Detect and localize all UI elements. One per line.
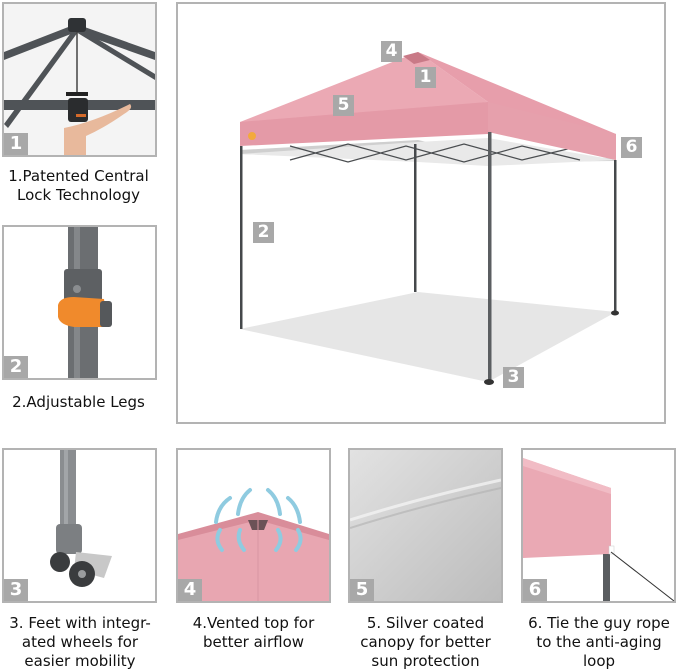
feature-caption-guy-rope: 6. Tie the guy rope to the anti-aging lo… <box>528 614 670 670</box>
feature-panel-vented-top: 4 <box>176 448 331 603</box>
central-lock-illustration <box>4 4 155 155</box>
guy-rope-illustration <box>523 450 674 601</box>
feature-number-badge: 5 <box>350 579 374 601</box>
feature-number-badge: 2 <box>4 356 28 378</box>
feature-panel-wheels: 3 <box>2 448 157 603</box>
feature-number-badge: 3 <box>4 579 28 601</box>
callout-badge-1: 1 <box>415 67 436 88</box>
wheel-foot-illustration <box>4 450 155 601</box>
callout-badge-2: 2 <box>253 222 274 243</box>
callout-badge-4: 4 <box>381 41 402 62</box>
callout-badge-3: 3 <box>503 367 524 388</box>
adjustable-leg-illustration <box>4 227 155 378</box>
silver-fabric-illustration <box>350 450 501 601</box>
feature-number-badge: 1 <box>4 133 28 155</box>
feature-number-badge: 4 <box>178 579 202 601</box>
feature-caption-silver-coating: 5. Silver coated canopy for better sun p… <box>360 614 491 670</box>
feature-panel-central-lock: 1 <box>2 2 157 157</box>
vented-top-illustration <box>178 450 329 601</box>
feature-panel-silver-coating: 5 <box>348 448 503 603</box>
feature-caption-vented-top: 4.Vented top for better airflow <box>192 614 315 651</box>
feature-panel-adjustable-legs: 2 <box>2 225 157 380</box>
feature-number-badge: 6 <box>523 579 547 601</box>
callout-badge-6: 6 <box>621 137 642 158</box>
feature-panel-guy-rope: 6 <box>521 448 676 603</box>
feature-caption-wheels: 3. Feet with integr- ated wheels for eas… <box>9 614 151 670</box>
callout-badge-5: 5 <box>333 95 354 116</box>
main-canopy-image: 4 1 5 6 2 3 <box>176 2 666 424</box>
feature-caption-central-lock: 1.Patented Central Lock Technology <box>8 167 149 204</box>
feature-caption-adjustable-legs: 2.Adjustable Legs <box>12 393 145 411</box>
